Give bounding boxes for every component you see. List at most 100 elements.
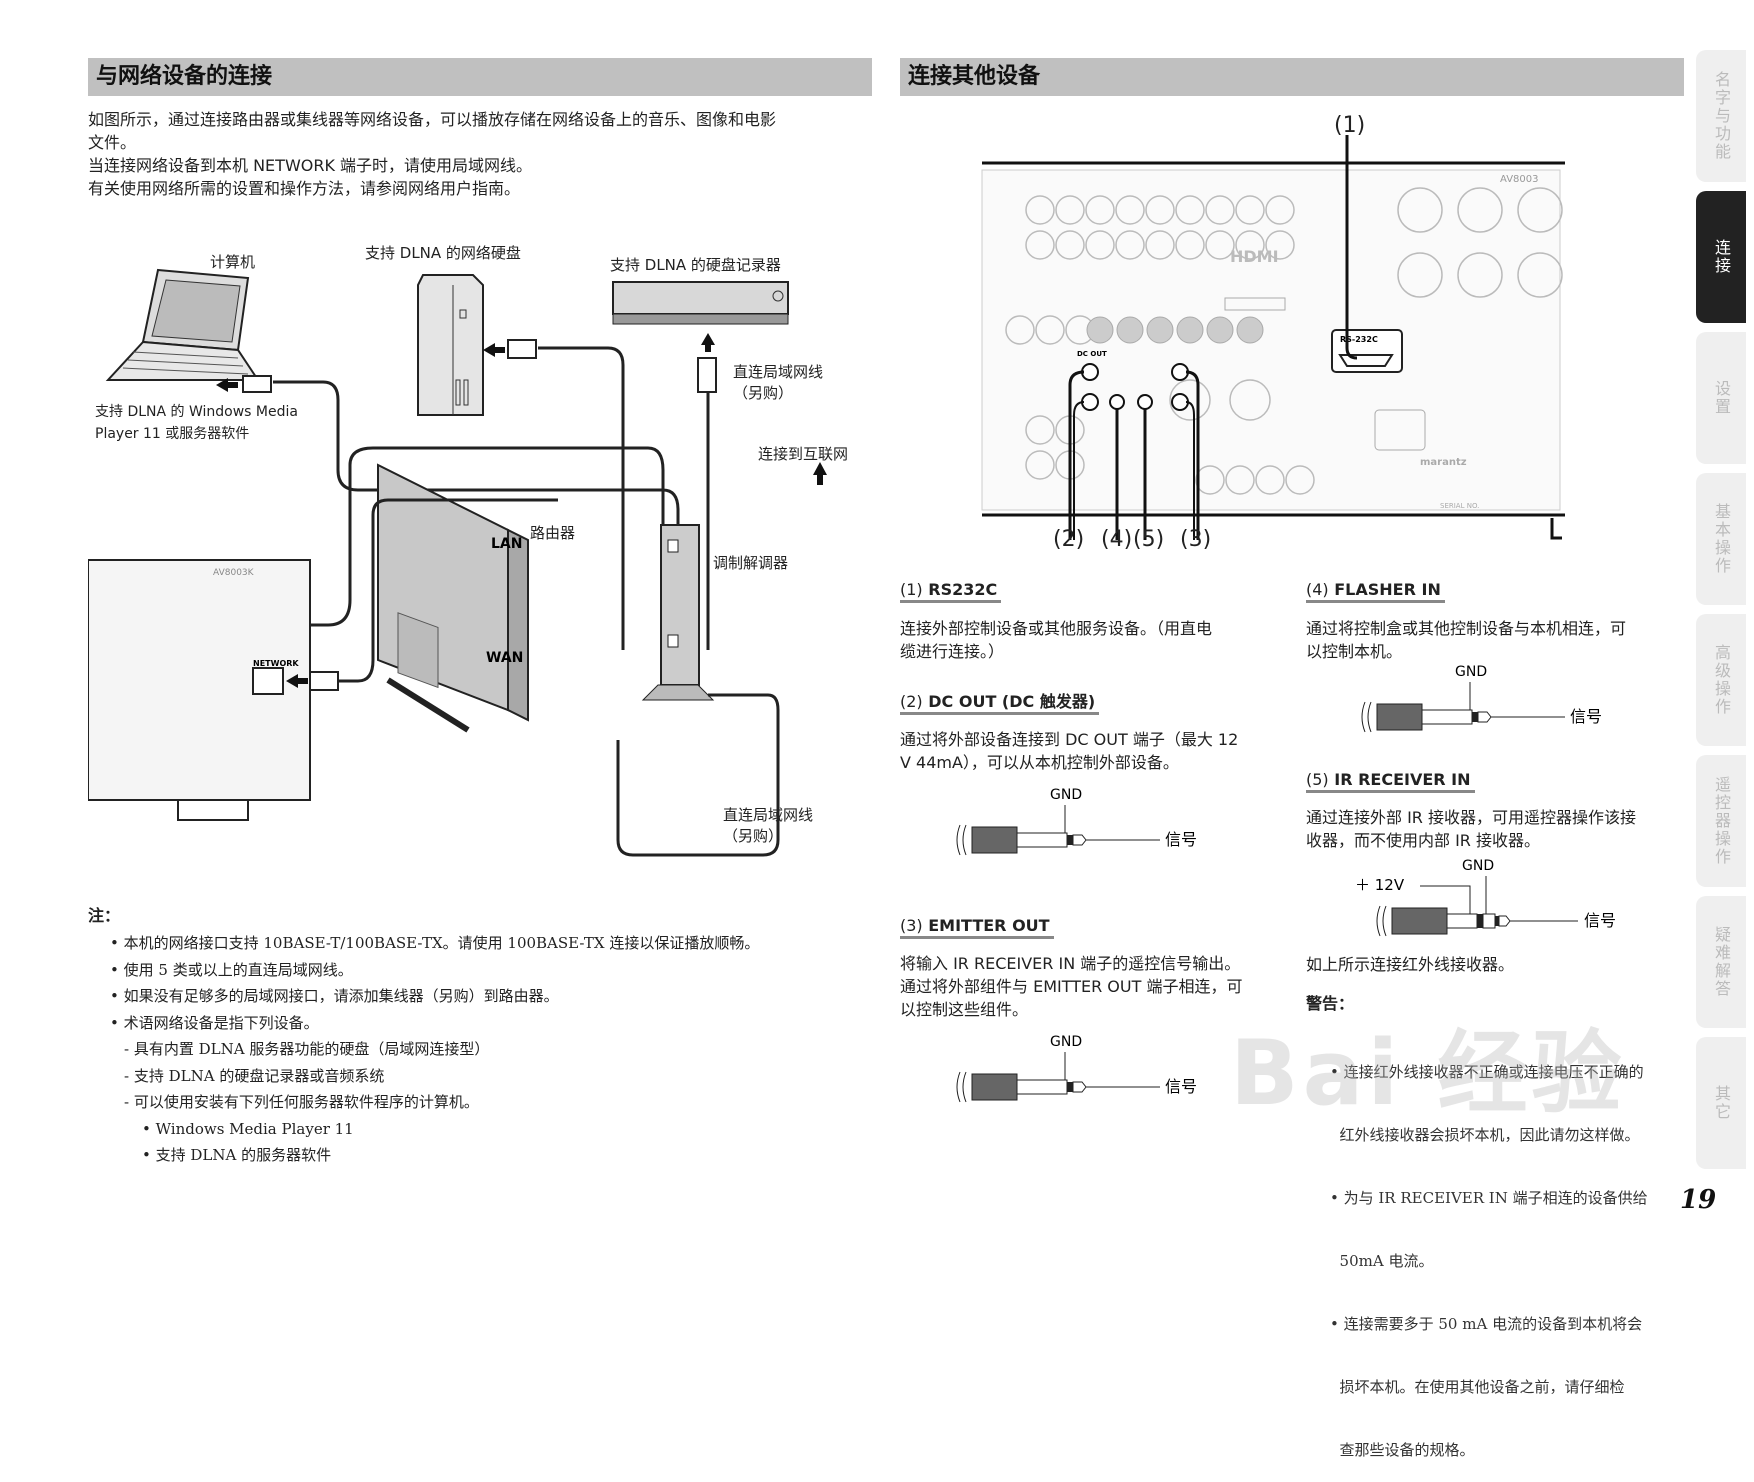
arrow-up-icon	[701, 333, 715, 352]
model-label: AV8003	[1500, 174, 1539, 185]
arrow-icon	[483, 343, 505, 357]
cable-bottom-label-2: （另购）	[723, 827, 784, 845]
callout-4: (4)	[1101, 527, 1133, 552]
rear-panel-diagram: HDMI AV8003 RS-232C DC OUT marantz SERIA…	[981, 135, 1565, 540]
notes-title: 注：	[88, 906, 121, 925]
receiver-back-icon: AV8003K NETWORK	[88, 559, 311, 821]
rs232c-port	[1331, 329, 1403, 373]
tab-connections[interactable]: 连接	[1696, 191, 1746, 323]
svideo-jacks	[1086, 316, 1264, 344]
ir-receiver-heading: (5) IR RECEIVER IN	[1306, 770, 1475, 793]
note-item: • 术语网络设备是指下列设备。	[110, 1013, 319, 1032]
section-name: RS232C	[928, 580, 998, 599]
mono-plug-diagram: GND 信号	[1361, 664, 1602, 733]
gnd-label: GND	[1050, 1034, 1082, 1050]
signal-label: 信号	[1165, 1077, 1197, 1096]
rs232c-heading: (1) RS232C	[900, 580, 1002, 603]
section-name: IR RECEIVER IN	[1334, 770, 1471, 789]
gnd-label: GND	[1455, 664, 1487, 680]
mono-plug-diagram: GND 信号	[956, 1034, 1197, 1103]
warning-title: 警告：	[1306, 994, 1355, 1013]
note-item: • 使用 5 类或以上的直连局域网线。	[110, 960, 353, 979]
arrow-up-icon	[813, 462, 827, 485]
ir-receiver-desc: 通过连接外部 IR 接收器，可用遥控器操作该接 收器，而不使用内部 IR 接收器…	[1306, 806, 1636, 852]
rca-jacks	[1005, 187, 1563, 495]
desc-line: 通过将外部设备连接到 DC OUT 端子（最大 12	[900, 730, 1239, 749]
note-subitem: - 支持 DLNA 的硬盘记录器或音频系统	[124, 1066, 385, 1085]
mini-jacks	[1081, 363, 1189, 411]
laptop-icon	[105, 268, 260, 381]
computer-desc-2: Player 11 或服务器软件	[95, 426, 250, 442]
dc-out-label: DC OUT	[1077, 350, 1107, 358]
desc-line: 将输入 IR RECEIVER IN 端子的遥控信号输出。	[900, 954, 1241, 973]
arrow-icon	[286, 674, 308, 688]
tab-advanced-operation[interactable]: 高级操作	[1696, 614, 1746, 746]
lan-plug-icon	[309, 671, 339, 691]
warning-line: • 为与 IR RECEIVER IN 端子相连的设备供给	[1330, 1189, 1648, 1207]
section-name: DC OUT (DC 触发器)	[928, 692, 1096, 711]
internet-label: 连接到互联网	[758, 445, 849, 463]
note-subitem: - 具有内置 DLNA 服务器功能的硬盘（局域网连接型）	[124, 1040, 490, 1058]
warning-line: • 连接需要多于 50 mA 电流的设备到本机将会	[1330, 1315, 1643, 1333]
warning-line: • 连接红外线接收器不正确或连接电压不正确的	[1330, 1063, 1644, 1081]
recorder-label: 支持 DLNA 的硬盘记录器	[610, 256, 781, 274]
desc-line: V 44mA），可以从本机控制外部设备。	[900, 753, 1179, 772]
lan-plug-icon	[697, 357, 717, 393]
tab-troubleshooting[interactable]: 疑难解答	[1696, 896, 1746, 1028]
emitter-out-heading: (3) EMITTER OUT	[900, 916, 1054, 939]
warning-line: 查那些设备的规格。	[1330, 1441, 1475, 1459]
section-title-network: 与网络设备的连接	[88, 58, 872, 96]
lan-cables	[263, 346, 710, 650]
dc-out-heading: (2) DC OUT (DC 触发器)	[900, 692, 1100, 715]
signal-label: 信号	[1165, 830, 1197, 849]
desc-line: 缆进行连接。）	[900, 642, 1005, 661]
tab-remote-operation[interactable]: 遥控器操作	[1696, 755, 1746, 887]
intro-line: 文件。	[88, 133, 137, 152]
note-subitem: - 可以使用安装有下列任何服务器软件程序的计算机。	[124, 1093, 479, 1111]
rs232c-label: RS-232C	[1340, 335, 1378, 344]
intro-line: 如图所示，通过连接路由器或集线器等网络设备，可以播放存储在网络设备上的音乐、图像…	[88, 110, 777, 129]
note-subsubitem: • Windows Media Player 11	[142, 1119, 354, 1138]
desc-line: 以控制这些组件。	[900, 1000, 1029, 1019]
notes-list: • 本机的网络接口支持 10BASE-T/100BASE-TX。请使用 100B…	[110, 930, 759, 1169]
flasher-in-desc: 通过将控制盒或其他控制设备与本机相连，可 以控制本机。	[1306, 617, 1626, 663]
desc-line: 收器，而不使用内部 IR 接收器。	[1306, 831, 1541, 850]
section-name: FLASHER IN	[1334, 580, 1441, 599]
tab-names-functions[interactable]: 名字与功能	[1696, 50, 1746, 182]
cable-top-label-1: 直连局域网线	[733, 363, 824, 381]
section-number: (1)	[900, 580, 923, 599]
router-wan-label: WAN	[486, 650, 523, 666]
recorder-icon	[612, 281, 789, 325]
network-port-label: NETWORK	[253, 659, 299, 668]
intro-line: 有关使用网络所需的设置和操作方法，请参阅网络用户指南。	[88, 179, 521, 198]
computer-label: 计算机	[210, 253, 256, 271]
router-label: 路由器	[530, 524, 576, 542]
rs232c-desc: 连接外部控制设备或其他服务设备。（用直电 缆进行连接。）	[900, 617, 1212, 663]
signal-label: 信号	[1570, 707, 1602, 726]
lan-plug-icon	[507, 339, 537, 359]
warning-line: 50mA 电流。	[1330, 1252, 1434, 1270]
network-diagram: LAN WAN AV8003K NETWORK	[88, 268, 827, 857]
modem-label: 调制解调器	[713, 554, 789, 572]
dc-out-desc: 通过将外部设备连接到 DC OUT 端子（最大 12 V 44mA），可以从本机…	[900, 728, 1238, 774]
desc-line: 以控制本机。	[1306, 642, 1403, 661]
arrow-icon	[216, 378, 238, 392]
modem-icon	[641, 524, 715, 701]
cable-bottom-label-1: 直连局域网线	[723, 806, 814, 824]
tab-basic-operation[interactable]: 基本操作	[1696, 473, 1746, 605]
chapter-tabs: 名字与功能 连接 设置 基本操作 高级操作 遥控器操作 疑难解答 其它	[1696, 50, 1746, 1178]
lan-plug-icon	[242, 375, 272, 393]
network-intro: 如图所示，通过连接路由器或集线器等网络设备，可以播放存储在网络设备上的音乐、图像…	[88, 108, 888, 200]
section-number: (5)	[1306, 770, 1329, 789]
intro-line: 当连接网络设备到本机 NETWORK 端子时，请使用局域网线。	[88, 156, 533, 175]
warning-list: • 连接红外线接收器不正确或连接电压不正确的 红外线接收器会损坏本机，因此请勿这…	[1330, 1020, 1648, 1482]
gnd-label: GND	[1050, 787, 1082, 803]
desc-line: 通过将外部组件与 EMITTER OUT 端子相连，可	[900, 977, 1243, 996]
tab-other[interactable]: 其它	[1696, 1037, 1746, 1169]
router-icon: LAN WAN	[377, 463, 529, 733]
brand-label: marantz	[1420, 457, 1467, 468]
desc-line: 连接外部控制设备或其他服务设备。（用直电	[900, 619, 1213, 638]
callout-line-1	[1345, 135, 1358, 360]
tab-setup[interactable]: 设置	[1696, 332, 1746, 464]
note-item: • 如果没有足够多的局域网接口，请添加集线器（另购）到路由器。	[110, 987, 559, 1005]
